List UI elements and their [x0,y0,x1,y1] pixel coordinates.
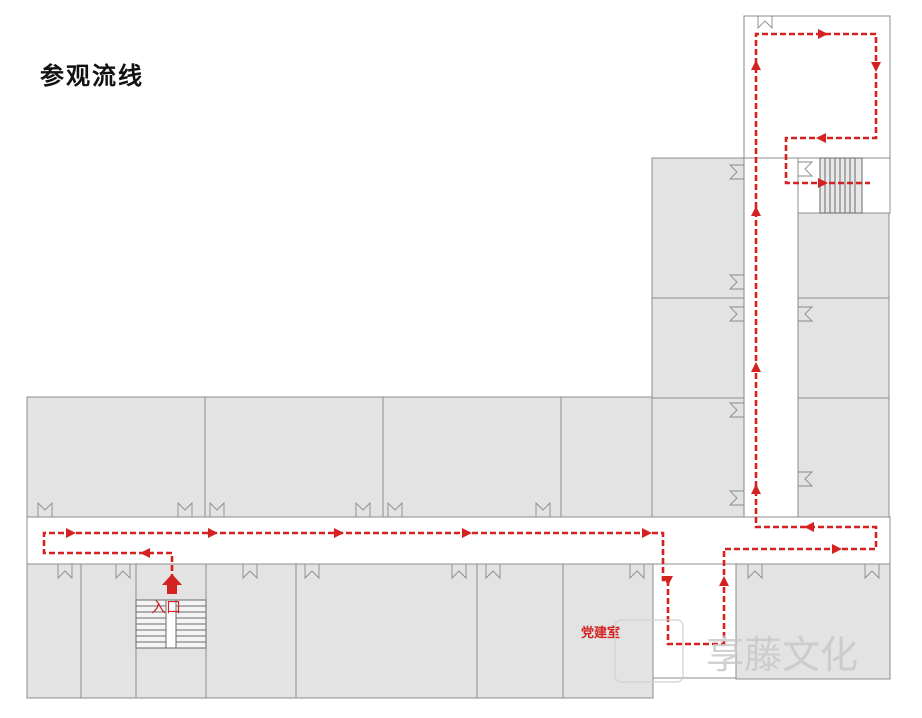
room [797,212,890,299]
watermark: 享藤文化 [614,619,858,683]
main-corridor [26,516,891,565]
room [476,563,564,699]
entrance-label: 入口 [151,598,181,616]
east-wing-west-rooms [651,157,745,518]
page-title: 参观流线 [40,62,144,90]
east-wing-east-rooms [797,212,890,518]
room [204,396,384,518]
party-room-label: 党建室 [581,625,620,641]
watermark-text: 享藤文化 [706,633,858,677]
room [651,297,745,399]
room [797,397,890,518]
room [797,297,890,399]
room [295,563,478,699]
room [735,563,891,680]
north-wing-rooms [26,396,654,518]
room [205,563,297,699]
door-swing-icon [37,16,880,580]
room [651,157,745,299]
room [382,396,562,518]
east-corridor [743,157,799,518]
room [651,397,745,518]
staircase-icon [819,157,863,214]
room [560,396,654,518]
arrow-up-icon [162,574,182,594]
north-corridor [743,15,891,159]
room [80,563,137,699]
staircase-icon [135,599,207,649]
south-wing-rooms [26,563,891,699]
route-direction-arrows [66,29,881,586]
room [26,563,82,699]
tour-route [42,32,878,646]
party-room [562,563,654,699]
room [26,396,206,518]
